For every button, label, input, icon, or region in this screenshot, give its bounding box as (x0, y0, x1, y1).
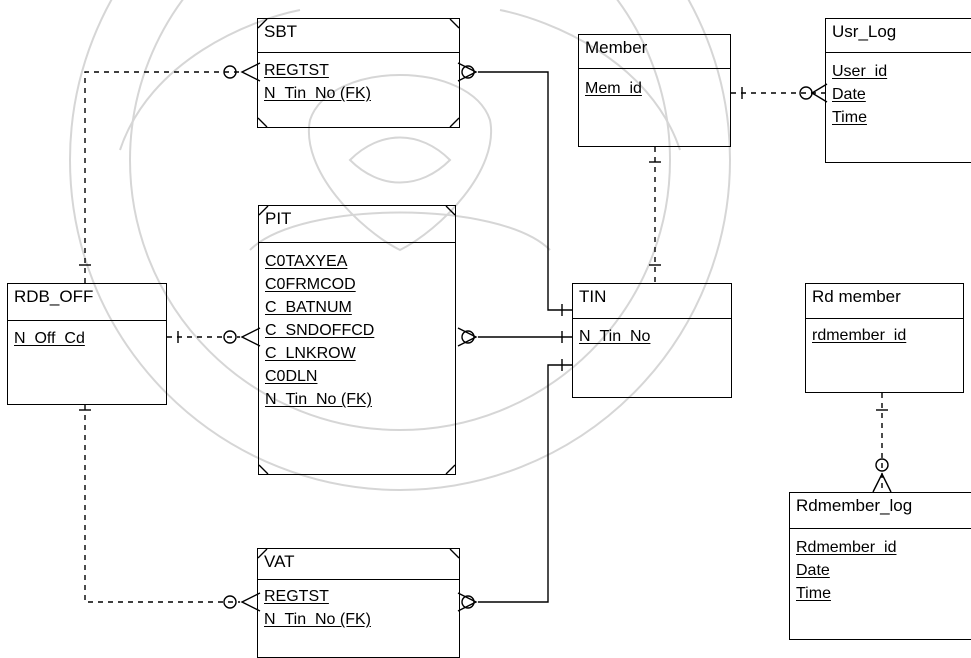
entity-title: RDB_OFF (8, 284, 166, 321)
rounded-corner-mark (259, 465, 268, 474)
entity-title: Rd member (806, 284, 963, 319)
entity-title: Rdmember_log (790, 493, 971, 529)
attribute: C0DLN (265, 365, 455, 388)
rel-rdboff-pit (167, 328, 260, 346)
attribute: Mem_id (585, 77, 730, 100)
rounded-corner-mark (258, 118, 267, 127)
entity-sbt[interactable]: SBT REGTST N_Tin_No (FK) (257, 18, 460, 128)
rel-tin-sbt (458, 63, 572, 316)
attribute: N_Tin_No (FK) (265, 388, 455, 411)
attribute: N_Tin_No (FK) (264, 608, 459, 631)
entity-member[interactable]: Member Mem_id (578, 34, 731, 147)
rel-tin-vat (458, 359, 572, 611)
rel-member-tin (649, 147, 661, 283)
attribute: Time (832, 106, 971, 129)
entity-title: Member (579, 35, 730, 69)
attribute: Time (796, 582, 971, 605)
entity-rd-member[interactable]: Rd member rdmember_id (805, 283, 964, 393)
rel-tin-pit (458, 328, 572, 346)
attribute: Date (832, 83, 971, 106)
rounded-corner-mark (446, 465, 455, 474)
entity-tin[interactable]: TIN N_Tin_No (572, 283, 732, 398)
attribute: C_SNDOFFCD (265, 319, 455, 342)
rounded-corner-mark (258, 549, 267, 558)
attribute: C_LNKROW (265, 342, 455, 365)
attribute: User_id (832, 60, 971, 83)
entity-pit[interactable]: PIT C0TAXYEA C0FRMCOD C_BATNUM C_SNDOFFC… (258, 205, 456, 475)
rounded-corner-mark (450, 118, 459, 127)
attribute: rdmember_id (812, 324, 963, 347)
entity-title: SBT (258, 19, 459, 53)
entity-title: PIT (259, 206, 455, 243)
attribute: REGTST (264, 59, 459, 82)
rel-member-usrlog (731, 84, 827, 102)
rounded-corner-mark (258, 19, 267, 28)
attribute: Date (796, 559, 971, 582)
rel-rdboff-vat (79, 405, 260, 611)
attribute: N_Tin_No (FK) (264, 82, 459, 105)
entity-rdb-off[interactable]: RDB_OFF N_Off_Cd (7, 283, 167, 405)
attribute: REGTST (264, 585, 459, 608)
attribute: C0TAXYEA (265, 250, 455, 273)
attribute: C_BATNUM (265, 296, 455, 319)
attribute: N_Off_Cd (14, 327, 166, 350)
rounded-corner-mark (450, 549, 459, 558)
attribute: Rdmember_id (796, 536, 971, 559)
rounded-corner-mark (446, 206, 455, 215)
entity-vat[interactable]: VAT REGTST N_Tin_No (FK) (257, 548, 460, 658)
rounded-corner-mark (259, 206, 268, 215)
entity-usr-log[interactable]: Usr_Log User_id Date Time (825, 18, 971, 163)
rel-rdmember-rdmemberlog (873, 393, 891, 492)
rounded-corner-mark (450, 19, 459, 28)
entity-rdmember-log[interactable]: Rdmember_log Rdmember_id Date Time (789, 492, 971, 640)
rel-rdboff-sbt (79, 63, 260, 283)
entity-title: VAT (258, 549, 459, 580)
entity-title: Usr_Log (826, 19, 971, 53)
attribute: N_Tin_No (579, 325, 731, 348)
entity-title: TIN (573, 284, 731, 319)
attribute: C0FRMCOD (265, 273, 455, 296)
